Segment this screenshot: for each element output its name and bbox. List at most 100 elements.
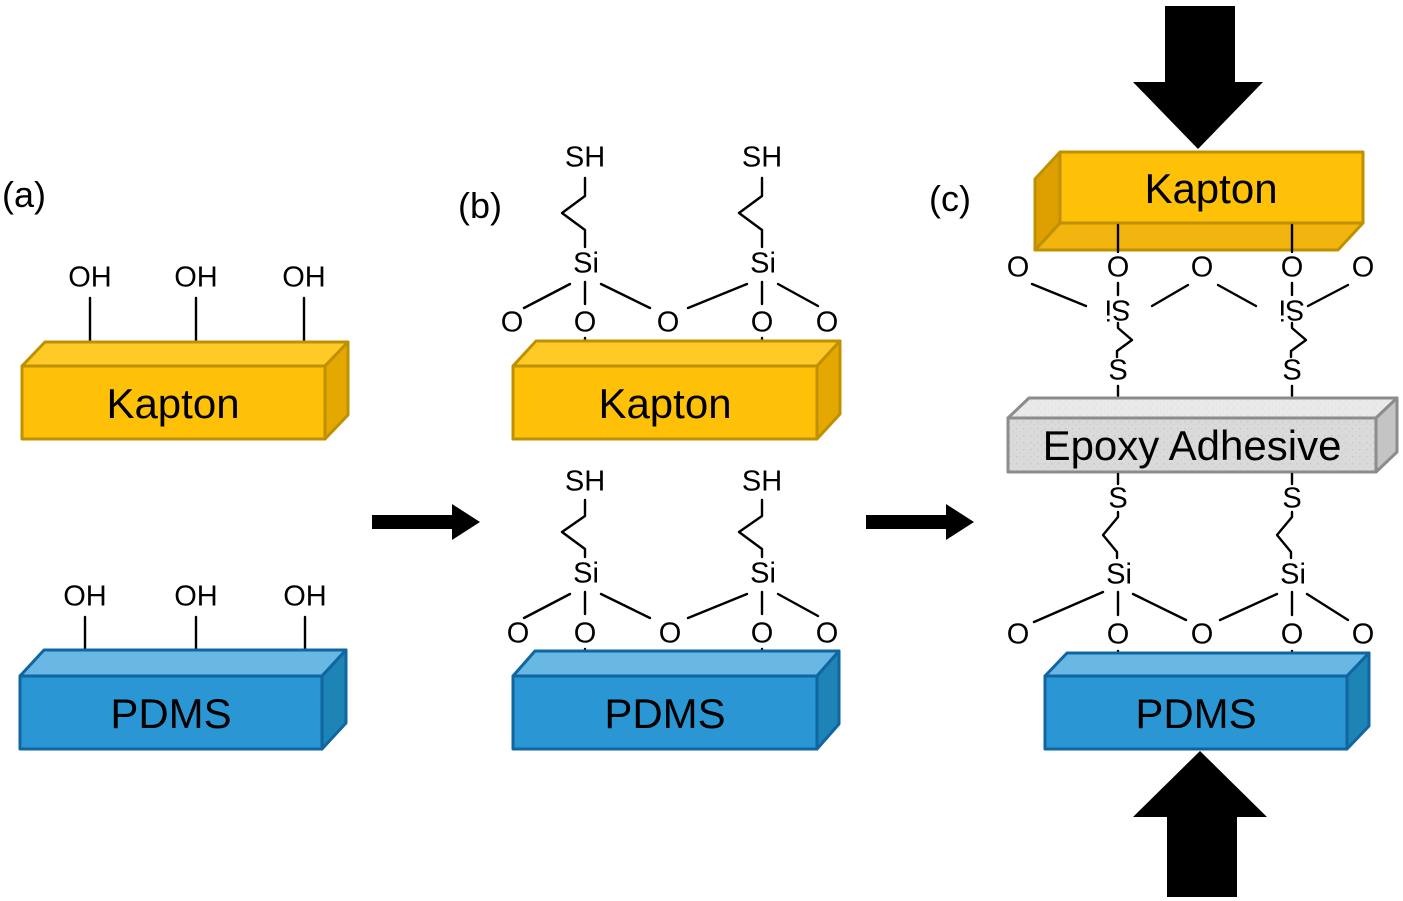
o-label: O bbox=[506, 617, 530, 650]
kapton-block-front bbox=[1058, 150, 1365, 225]
pdms-block-front bbox=[18, 674, 324, 751]
bond-line bbox=[1216, 283, 1258, 308]
kapton-block-front bbox=[20, 364, 327, 441]
bond-line bbox=[686, 282, 749, 310]
pdms-block-top bbox=[18, 648, 348, 678]
pdms-block-c bbox=[1043, 651, 1371, 751]
oh-label: OH bbox=[63, 580, 107, 613]
o-label: O bbox=[1280, 251, 1304, 284]
epoxy-block-front bbox=[1006, 416, 1378, 474]
bond-line bbox=[1306, 283, 1350, 308]
pdms-block-label: PDMS bbox=[604, 690, 726, 737]
sh-label: SH bbox=[564, 141, 606, 174]
alkyl-chain bbox=[560, 176, 587, 249]
bond-line bbox=[1150, 283, 1190, 308]
o-label: O bbox=[815, 617, 839, 650]
oh-label: OH bbox=[68, 261, 112, 294]
panel-b-upper-bonds bbox=[522, 176, 820, 371]
process-arrow-1 bbox=[372, 504, 480, 540]
bond-line bbox=[1030, 282, 1088, 308]
epoxy-block bbox=[1006, 396, 1399, 474]
alkyl-chain bbox=[1275, 510, 1294, 560]
s-label: S bbox=[1108, 482, 1128, 515]
o-label: O bbox=[750, 617, 774, 650]
pdms-block-front bbox=[511, 674, 819, 751]
pdms-block-label: PDMS bbox=[1135, 690, 1257, 737]
si-label: Si bbox=[1106, 558, 1132, 591]
o-label: O bbox=[1351, 251, 1375, 284]
si-label-flipped: Si bbox=[1105, 293, 1131, 326]
o-label: O bbox=[815, 306, 839, 339]
o-label: O bbox=[1006, 618, 1030, 651]
press-up-arrow bbox=[1133, 751, 1267, 897]
o-label: O bbox=[1190, 618, 1214, 651]
epoxy-block-label: Epoxy Adhesive bbox=[1042, 422, 1342, 469]
o-label: O bbox=[1106, 251, 1130, 284]
bond-line bbox=[522, 592, 572, 620]
o-label: O bbox=[500, 306, 524, 339]
si-label: Si bbox=[573, 557, 599, 590]
oh-label: OH bbox=[174, 580, 218, 613]
kapton-block-front bbox=[511, 364, 819, 441]
s-label: S bbox=[1282, 482, 1302, 515]
epoxy-block-top bbox=[1006, 396, 1399, 420]
si-label: Si bbox=[573, 247, 599, 280]
oh-label: OH bbox=[174, 261, 218, 294]
alkyl-chain bbox=[1101, 510, 1120, 560]
s-label: S bbox=[1282, 354, 1302, 387]
process-arrow-2 bbox=[866, 504, 974, 540]
o-label: O bbox=[1351, 618, 1375, 651]
pdms-block-b bbox=[511, 649, 841, 751]
kapton-block-b bbox=[511, 339, 842, 441]
bond-line bbox=[522, 282, 572, 310]
pdms-block-front bbox=[1043, 674, 1349, 751]
si-label: Si bbox=[750, 557, 776, 590]
s-label: S bbox=[1108, 354, 1128, 387]
o-label: O bbox=[658, 617, 682, 650]
panel-c-label: (c) bbox=[929, 178, 971, 219]
si-label: Si bbox=[750, 247, 776, 280]
pdms-block-top bbox=[1043, 651, 1371, 678]
kapton-block-label: Kapton bbox=[598, 380, 732, 427]
press-down-arrow bbox=[1133, 6, 1263, 149]
bond-line bbox=[686, 592, 749, 620]
kapton-block-bottom bbox=[1033, 221, 1365, 252]
panel-b-label: (b) bbox=[458, 185, 502, 226]
panel-a-label: (a) bbox=[2, 174, 46, 215]
bond-line bbox=[599, 592, 652, 620]
o-label: O bbox=[1106, 618, 1130, 651]
o-label: O bbox=[573, 306, 597, 339]
kapton-block-label: Kapton bbox=[1144, 165, 1278, 212]
sh-label: SH bbox=[741, 141, 783, 174]
bond-line bbox=[776, 592, 820, 618]
alkyl-chain bbox=[737, 498, 764, 559]
bond-line bbox=[776, 282, 820, 308]
o-label: O bbox=[573, 617, 597, 650]
panel-c-lower-bonds bbox=[1032, 472, 1350, 680]
kapton-block-a bbox=[20, 340, 350, 441]
alkyl-chain bbox=[560, 498, 587, 559]
alkyl-chain bbox=[1115, 321, 1134, 359]
bond-line bbox=[1305, 592, 1350, 622]
bond-line bbox=[599, 282, 652, 310]
si-label: Si bbox=[1280, 558, 1306, 591]
sh-label: SH bbox=[741, 465, 783, 498]
alkyl-chain bbox=[1289, 321, 1308, 359]
pdms-block-label: PDMS bbox=[110, 690, 232, 737]
o-label: O bbox=[750, 306, 774, 339]
bond-line bbox=[1218, 592, 1279, 622]
kapton-block-top bbox=[20, 340, 350, 368]
si-label-flipped: Si bbox=[1279, 293, 1305, 326]
sh-label: SH bbox=[564, 465, 606, 498]
bond-line bbox=[1131, 592, 1188, 622]
oh-label: OH bbox=[283, 580, 327, 613]
o-label: O bbox=[1280, 618, 1304, 651]
kapton-block-top bbox=[511, 339, 842, 368]
o-label: O bbox=[1006, 251, 1030, 284]
oh-label: OH bbox=[282, 261, 326, 294]
bond-line bbox=[1032, 590, 1105, 624]
o-label: O bbox=[1190, 251, 1214, 284]
pdms-block-top bbox=[511, 649, 841, 678]
